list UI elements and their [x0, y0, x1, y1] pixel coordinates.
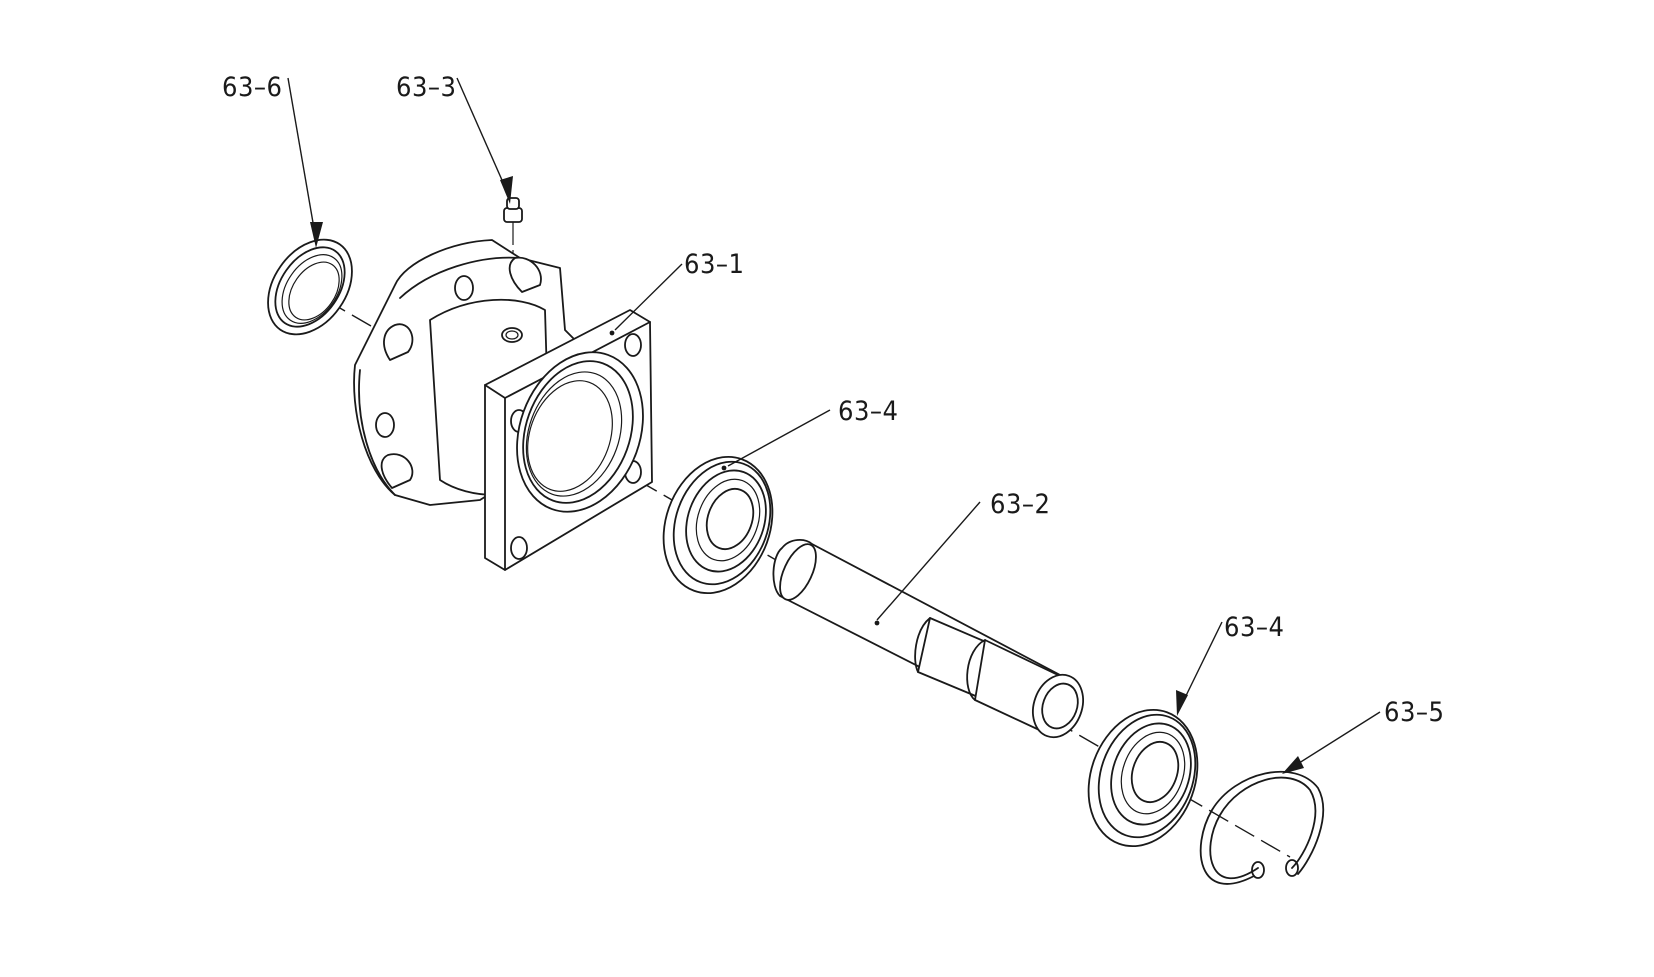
part-circlip — [1199, 771, 1325, 885]
part-ball-bearing-upper — [662, 455, 774, 595]
leader-lines — [287, 77, 1381, 774]
part-ball-bearing-lower — [1087, 708, 1199, 848]
part-oil-seal — [267, 238, 353, 336]
callout-63-5: 63–5 — [1384, 697, 1445, 728]
callout-63-6: 63–6 — [222, 72, 283, 103]
part-splined-shaft — [772, 539, 1084, 739]
callout-63-4-lower: 63–4 — [1224, 612, 1285, 643]
callout-63-4-upper: 63–4 — [838, 396, 899, 427]
callout-63-3: 63–3 — [396, 72, 457, 103]
callout-63-1: 63–1 — [684, 249, 745, 280]
callout-63-2: 63–2 — [990, 489, 1051, 520]
part-bearing-housing — [353, 239, 653, 571]
